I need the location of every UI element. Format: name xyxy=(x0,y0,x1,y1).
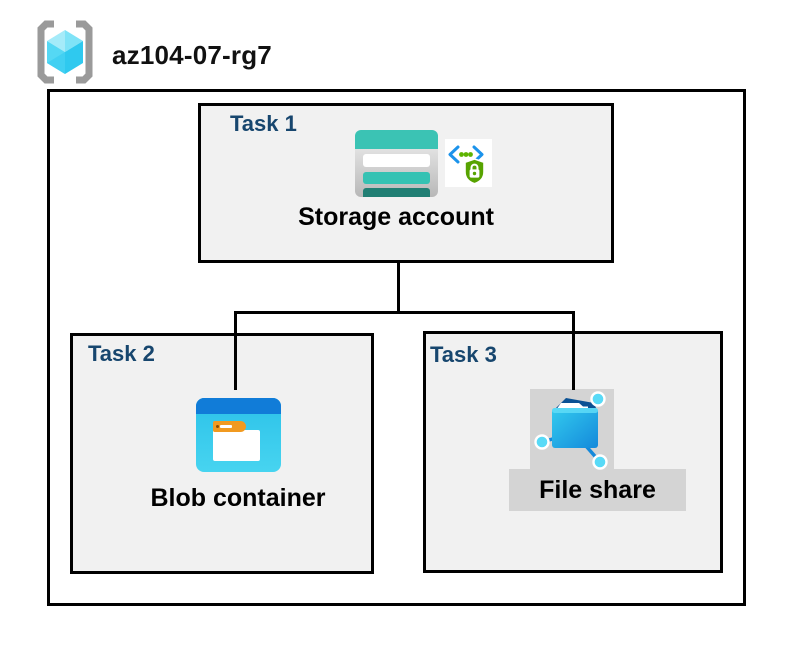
task-1-label: Task 1 xyxy=(230,111,297,136)
blob-container-label: Blob container xyxy=(150,484,326,512)
blob-icon-folder-tab xyxy=(213,421,246,432)
task-2-label: Task 2 xyxy=(88,341,155,366)
storage-icon-header-bar xyxy=(355,130,438,149)
storage-account-label: Storage account xyxy=(298,203,494,231)
storage-icon-row-white xyxy=(363,154,430,167)
connector-storage-stem xyxy=(397,263,400,313)
blob-tab-dot xyxy=(216,425,219,428)
storage-account-icon xyxy=(355,130,438,197)
storage-icon-row-dark-teal xyxy=(363,188,430,197)
connector-to-fileshare xyxy=(572,311,575,390)
storage-icon-row-teal xyxy=(363,172,430,184)
connector-to-blob xyxy=(234,311,237,390)
blob-icon-title-bar xyxy=(196,398,281,414)
connector-horizontal xyxy=(234,311,575,314)
blob-icon-folder xyxy=(213,430,260,461)
file-share-label-background: File share xyxy=(509,469,686,511)
file-share-label: File share xyxy=(539,475,656,504)
file-share-icon xyxy=(534,391,608,470)
resource-group-icon xyxy=(37,20,93,84)
blob-container-icon xyxy=(196,398,281,472)
sas-shield-lock-icon xyxy=(445,139,492,187)
blob-tab-dash xyxy=(220,425,232,428)
task-3-label: Task 3 xyxy=(430,342,497,367)
resource-group-name: az104-07-rg7 xyxy=(112,40,272,70)
